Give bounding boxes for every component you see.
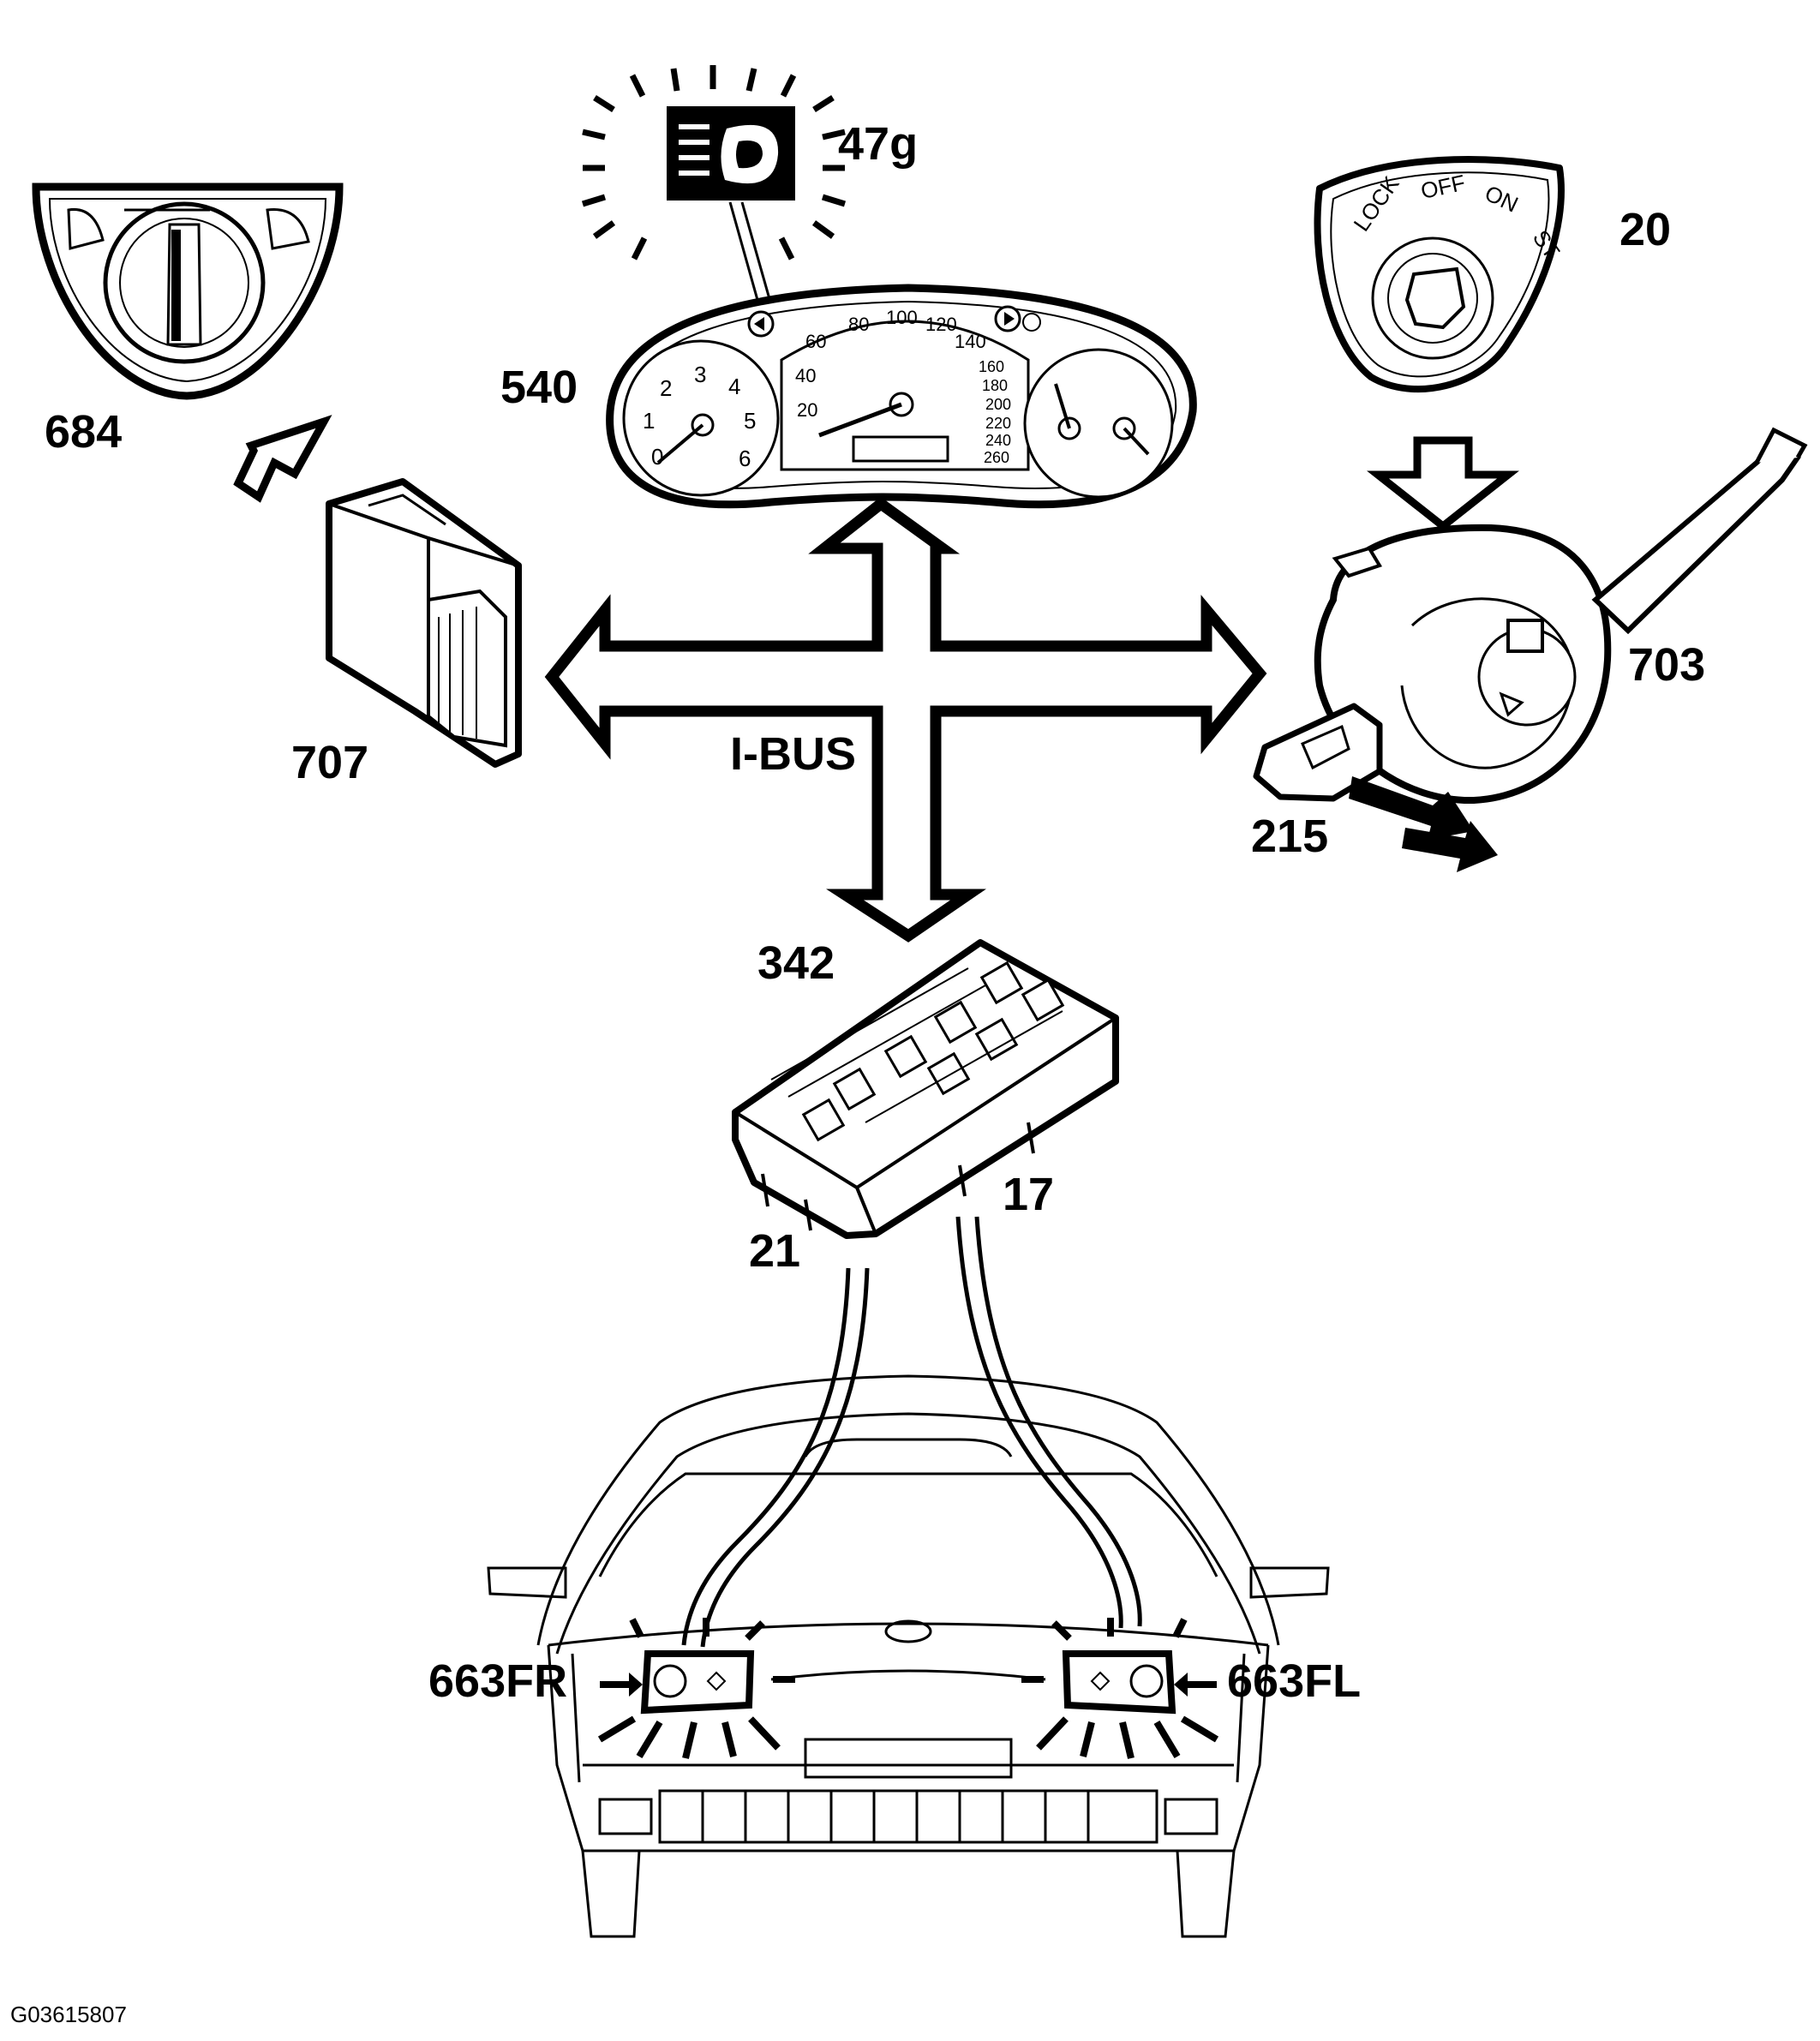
aux-gauges bbox=[1023, 348, 1174, 499]
temp-needle bbox=[1054, 383, 1071, 429]
headlamp-right-663FR bbox=[597, 1618, 795, 1759]
speedo-tick-40: 40 bbox=[795, 365, 816, 386]
tacho-tick-6: 6 bbox=[739, 446, 751, 471]
headlamp-left-rays bbox=[1021, 1618, 1219, 1759]
label-215: 215 bbox=[1251, 811, 1328, 862]
high-beam-icon bbox=[679, 124, 709, 176]
ibus-label: I-BUS bbox=[730, 728, 856, 780]
headlamp-left-pointer bbox=[1174, 1673, 1217, 1697]
fuse-relay-box-342 bbox=[732, 939, 1119, 1239]
tacho-tick-4: 4 bbox=[728, 374, 740, 399]
stalk-switch-703 bbox=[1314, 427, 1808, 805]
relay-blocks bbox=[801, 961, 1065, 1142]
speedo-tick-240: 240 bbox=[985, 432, 1011, 449]
speedo-tick-220: 220 bbox=[985, 415, 1011, 432]
tacho-tick-2: 2 bbox=[660, 375, 672, 401]
figure-id: G03615807 bbox=[10, 2002, 127, 2027]
speedo-tick-200: 200 bbox=[985, 396, 1011, 413]
speedo-tick-260: 260 bbox=[984, 449, 1009, 466]
instrument-cluster-540: 1 2 3 4 5 6 0 20 40 60 80 100 120 140 16… bbox=[606, 284, 1197, 509]
speedo-tick-160: 160 bbox=[979, 358, 1004, 375]
tacho-tick-0: 0 bbox=[651, 444, 663, 470]
speedo-tick-180: 180 bbox=[982, 377, 1008, 394]
fuel-needle bbox=[1123, 427, 1150, 456]
speedo-tick-120: 120 bbox=[925, 314, 957, 335]
label-703: 703 bbox=[1628, 639, 1705, 691]
license-plate-area bbox=[804, 1738, 1013, 1779]
label-17: 17 bbox=[1003, 1169, 1054, 1220]
label-20: 20 bbox=[1619, 204, 1671, 255]
tacho-tick-1: 1 bbox=[643, 408, 655, 434]
light-switch-panel bbox=[32, 183, 344, 400]
label-342: 342 bbox=[757, 937, 835, 989]
speedo-tick-140: 140 bbox=[955, 331, 986, 352]
fog-lamp-rear-icon bbox=[266, 207, 310, 250]
label-707: 707 bbox=[291, 737, 368, 788]
control-module-707 bbox=[326, 478, 522, 768]
label-663FL: 663FL bbox=[1227, 1655, 1361, 1707]
odometer-display bbox=[852, 435, 949, 463]
pull-arrow-1 bbox=[1349, 776, 1474, 840]
wiring-harness bbox=[681, 1216, 1142, 1648]
lamp-glow-rays bbox=[581, 65, 847, 260]
headlamp-right-pointer bbox=[600, 1673, 643, 1697]
label-21: 21 bbox=[749, 1225, 800, 1277]
headlamp-left-663FL bbox=[1021, 1618, 1219, 1759]
ignition-switch-20: LOCK OFF ON ST bbox=[1314, 156, 1565, 393]
label-684: 684 bbox=[45, 406, 122, 458]
stalk-lever bbox=[1591, 436, 1801, 635]
speedo-tick-100: 100 bbox=[886, 307, 918, 328]
speedo-tick-60: 60 bbox=[805, 331, 826, 352]
stalk-button-215 bbox=[1253, 703, 1498, 872]
pull-arrow-2 bbox=[1402, 821, 1498, 872]
key-slot bbox=[1404, 266, 1466, 330]
label-47g: 47g bbox=[838, 118, 918, 170]
tacho-tick-3: 3 bbox=[694, 362, 706, 387]
car-front-view bbox=[487, 1374, 1330, 1938]
speedo-tick-80: 80 bbox=[848, 314, 869, 335]
speedometer-needle bbox=[818, 402, 902, 438]
arrow-684-to-707 bbox=[233, 415, 332, 503]
tacho-tick-5: 5 bbox=[744, 408, 756, 434]
label-663FR: 663FR bbox=[428, 1655, 567, 1707]
ibus-cross-arrow bbox=[544, 496, 1267, 943]
fog-lamp-front-icon bbox=[67, 207, 105, 250]
indicator-lamp-47g bbox=[581, 65, 847, 306]
arrow-20-to-703 bbox=[1367, 436, 1519, 531]
headlamp-right-rays bbox=[597, 1618, 795, 1759]
warning-icon bbox=[1022, 313, 1041, 332]
label-540: 540 bbox=[500, 362, 578, 413]
tachometer-needle bbox=[656, 423, 704, 464]
speedo-tick-20: 20 bbox=[797, 399, 817, 421]
